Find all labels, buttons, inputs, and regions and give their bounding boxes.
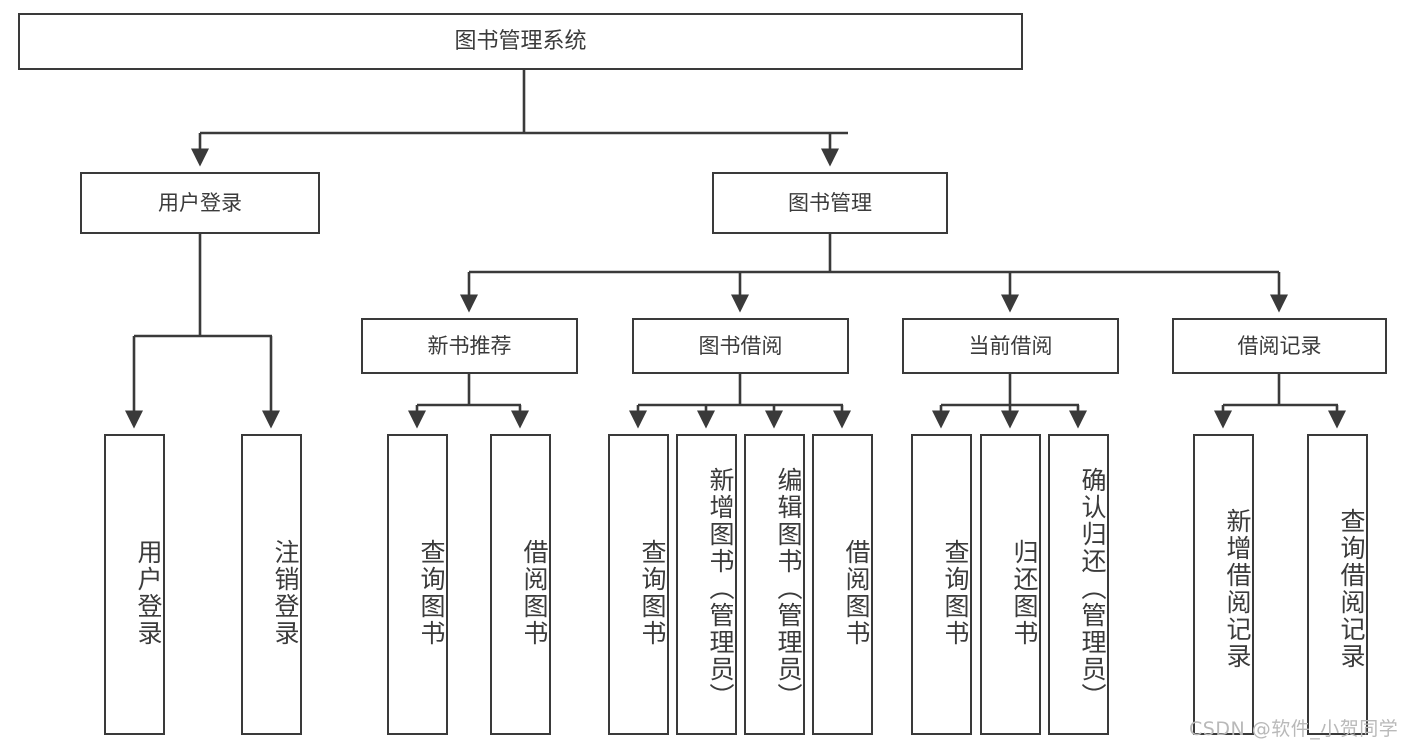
leaf-record-add-record[interactable]: 新增借阅记录	[1193, 434, 1254, 735]
leaf-current-query-book[interactable]: 查询图书	[911, 434, 972, 735]
leaf-recommend-query-book[interactable]: 查询图书	[387, 434, 448, 735]
leaf-recommend-borrow-book[interactable]: 借阅图书	[490, 434, 551, 735]
node-label: 编辑图书（管理员）	[774, 467, 803, 710]
node-label: 用户登录	[134, 538, 163, 647]
node-label: 注销登录	[271, 538, 300, 647]
leaf-borrow-edit-book-admin[interactable]: 编辑图书（管理员）	[744, 434, 805, 735]
node-label: 归还图书	[1010, 538, 1039, 647]
leaf-borrow-add-book-admin[interactable]: 新增图书（管理员）	[676, 434, 737, 735]
node-label: 图书借阅	[698, 333, 783, 358]
node-root-system[interactable]: 图书管理系统	[18, 13, 1023, 70]
leaf-record-query-record[interactable]: 查询借阅记录	[1307, 434, 1368, 735]
node-book-management[interactable]: 图书管理	[712, 172, 948, 234]
node-new-book-recommend[interactable]: 新书推荐	[361, 318, 578, 374]
node-label: 用户登录	[158, 190, 242, 215]
node-label: 当前借阅	[968, 333, 1053, 358]
leaf-user-login[interactable]: 用户登录	[104, 434, 165, 735]
node-label: 图书管理系统	[454, 28, 587, 54]
node-borrow-record[interactable]: 借阅记录	[1172, 318, 1387, 374]
node-label: 查询图书	[417, 538, 446, 647]
node-user-login[interactable]: 用户登录	[80, 172, 320, 234]
watermark: CSDN @软件_小贺同学	[1189, 718, 1399, 740]
node-current-borrow[interactable]: 当前借阅	[902, 318, 1119, 374]
node-label: 查询借阅记录	[1337, 507, 1366, 670]
node-label: 新书推荐	[427, 333, 512, 358]
leaf-borrow-query-book[interactable]: 查询图书	[608, 434, 669, 735]
node-label: 新增图书（管理员）	[706, 467, 735, 710]
leaf-borrow-borrow-book[interactable]: 借阅图书	[812, 434, 873, 735]
node-label: 确认归还（管理员）	[1078, 467, 1107, 710]
leaf-user-logout[interactable]: 注销登录	[241, 434, 302, 735]
node-label: 新增借阅记录	[1223, 507, 1252, 670]
node-label: 查询图书	[941, 538, 970, 647]
node-label: 借阅记录	[1237, 333, 1322, 358]
node-label: 借阅图书	[842, 538, 871, 647]
leaf-current-confirm-return-admin[interactable]: 确认归还（管理员）	[1048, 434, 1109, 735]
node-label: 图书管理	[788, 190, 872, 215]
node-label: 查询图书	[638, 538, 667, 647]
leaf-current-return-book[interactable]: 归还图书	[980, 434, 1041, 735]
node-label: 借阅图书	[520, 538, 549, 647]
node-book-borrow[interactable]: 图书借阅	[632, 318, 849, 374]
